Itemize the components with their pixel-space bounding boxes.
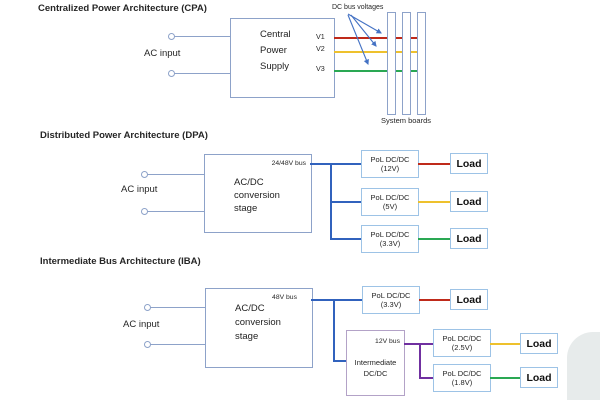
pol-voltage: (12V) (380, 164, 400, 173)
dc-bus-wire (333, 359, 347, 362)
load-box: Load (450, 191, 488, 212)
pol-name: PoL DC/DC (370, 229, 410, 239)
ac-input-label: AC input (144, 48, 181, 59)
converter-box-line: stage (235, 331, 259, 342)
ac-input-wire (150, 306, 205, 308)
pol-voltage: (3.3V) (379, 239, 401, 248)
load-label: Load (456, 195, 482, 208)
iba-bus-label: 48V bus (272, 294, 297, 301)
v3-bus-wire (334, 69, 424, 72)
ac-input-wire (147, 210, 204, 212)
load-box: Load (520, 367, 558, 388)
dc-bus-voltage-arrows-icon (347, 13, 382, 66)
dc-bus-wire (333, 298, 335, 362)
pol-voltage: (1.8V) (451, 378, 473, 387)
system-board-bar (402, 12, 411, 115)
ac-input-wire (174, 72, 230, 74)
system-boards-label: System boards (381, 116, 432, 125)
pol-converter-box: PoL DC/DC (2.5V) (433, 329, 491, 357)
pol-voltage: (5V) (382, 202, 398, 211)
converter-box-line: AC/DC (235, 303, 265, 314)
5v-rail-wire (418, 201, 450, 203)
intermediate-bus-label: 12V bus (375, 338, 400, 345)
load-label: Load (456, 232, 482, 245)
dpa-bus-label: 24/48V bus (271, 160, 306, 167)
acdc-conversion-box (205, 288, 313, 368)
pol-converter-box: PoL DC/DC (5V) (361, 188, 419, 216)
load-label: Load (526, 371, 552, 384)
v2-bus-wire (334, 50, 424, 53)
central-power-supply-box (230, 18, 335, 98)
ac-input-label: AC input (123, 319, 160, 330)
system-board-bar (417, 12, 426, 115)
ac-input-wire (147, 173, 204, 175)
pol-name: PoL DC/DC (442, 333, 482, 343)
load-box: Load (450, 228, 488, 249)
converter-box-line: conversion (234, 190, 280, 202)
intermediate-bus-wire (419, 376, 434, 379)
v1-output-label: V1 (316, 32, 325, 41)
page-background-corner (567, 332, 600, 400)
pol-name: PoL DC/DC (442, 368, 482, 378)
intermediate-dcdc-box (346, 330, 405, 396)
v2-output-label: V2 (316, 44, 325, 53)
load-box: Load (520, 333, 558, 354)
v3-output-label: V3 (316, 64, 325, 73)
load-label: Load (526, 337, 552, 350)
12v-rail-wire (418, 163, 450, 165)
load-box: Load (450, 153, 488, 174)
dc-bus-wire (330, 238, 362, 240)
pol-converter-box: PoL DC/DC (3.3V) (362, 286, 420, 314)
pol-name: PoL DC/DC (370, 154, 410, 164)
dc-bus-voltages-label: DC bus voltages (332, 4, 384, 11)
converter-box-line: conversion (235, 317, 281, 328)
load-label: Load (456, 293, 482, 306)
supply-box-line: Supply (260, 61, 290, 72)
cpa-title: Centralized Power Architecture (CPA) (38, 3, 207, 14)
ac-input-wire (150, 343, 205, 345)
supply-box-line: Central (260, 29, 291, 40)
pol-voltage: (3.3V) (380, 300, 402, 309)
pol-converter-box: PoL DC/DC (12V) (361, 150, 419, 178)
dc-bus-wire (310, 163, 362, 165)
intermediate-bus-wire (419, 342, 421, 379)
3v3-rail-wire (418, 238, 450, 240)
v1-bus-wire (334, 37, 424, 39)
pol-converter-box: PoL DC/DC (3.3V) (361, 225, 419, 253)
acdc-conversion-box (204, 154, 312, 233)
intermediate-name-line: DC/DC (363, 369, 388, 378)
converter-box-line: stage (234, 203, 258, 215)
ac-input-wire (174, 35, 230, 37)
load-box: Load (450, 289, 488, 310)
pol-voltage: (2.5V) (451, 343, 473, 352)
supply-box-line: Power (260, 45, 287, 56)
1v8-rail-wire (490, 376, 520, 379)
ac-input-label: AC input (121, 184, 158, 195)
system-board-bar (387, 12, 396, 115)
converter-box-line: AC/DC (234, 177, 264, 188)
pol-name: PoL DC/DC (370, 192, 410, 202)
load-label: Load (456, 157, 482, 170)
2v5-rail-wire (490, 342, 520, 345)
dpa-title: Distributed Power Architecture (DPA) (40, 130, 208, 141)
intermediate-name-line: Intermediate (354, 358, 397, 367)
iba-title: Intermediate Bus Architecture (IBA) (40, 256, 201, 267)
3v3-rail-wire (419, 298, 450, 301)
pol-name: PoL DC/DC (371, 290, 411, 300)
dc-bus-wire (330, 201, 362, 203)
pol-converter-box: PoL DC/DC (1.8V) (433, 364, 491, 392)
dc-bus-wire (311, 298, 363, 301)
